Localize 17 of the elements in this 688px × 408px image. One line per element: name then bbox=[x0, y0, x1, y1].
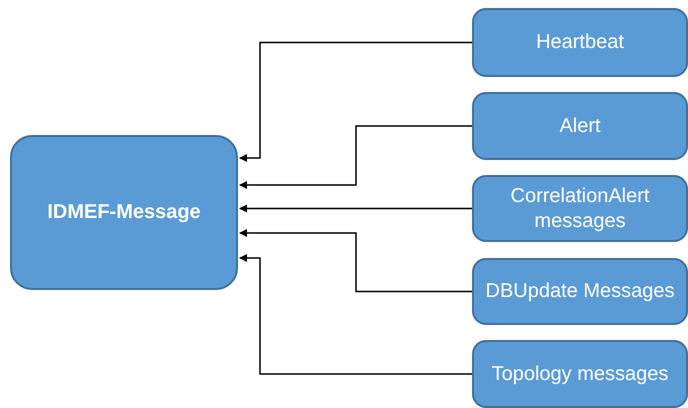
box-label: IDMEF-Message bbox=[47, 200, 201, 225]
message-type-box bbox=[472, 175, 688, 242]
arrow bbox=[239, 125, 472, 189]
arrow bbox=[239, 254, 472, 375]
box-label: Heartbeat bbox=[536, 30, 624, 55]
box-label: Alert bbox=[559, 114, 601, 138]
message-type-box bbox=[472, 258, 688, 325]
arrow bbox=[239, 229, 472, 292]
arrow bbox=[239, 204, 472, 212]
box-label: CorrelationAlert messages bbox=[510, 184, 650, 234]
message-box bbox=[10, 135, 238, 290]
message-type-box bbox=[472, 8, 688, 77]
message-type-box bbox=[472, 340, 688, 408]
message-type-box bbox=[472, 92, 688, 160]
box-label: DBUpdate Messages bbox=[486, 279, 674, 304]
arrow bbox=[239, 42, 472, 162]
box-label: Topology messages bbox=[492, 362, 668, 386]
